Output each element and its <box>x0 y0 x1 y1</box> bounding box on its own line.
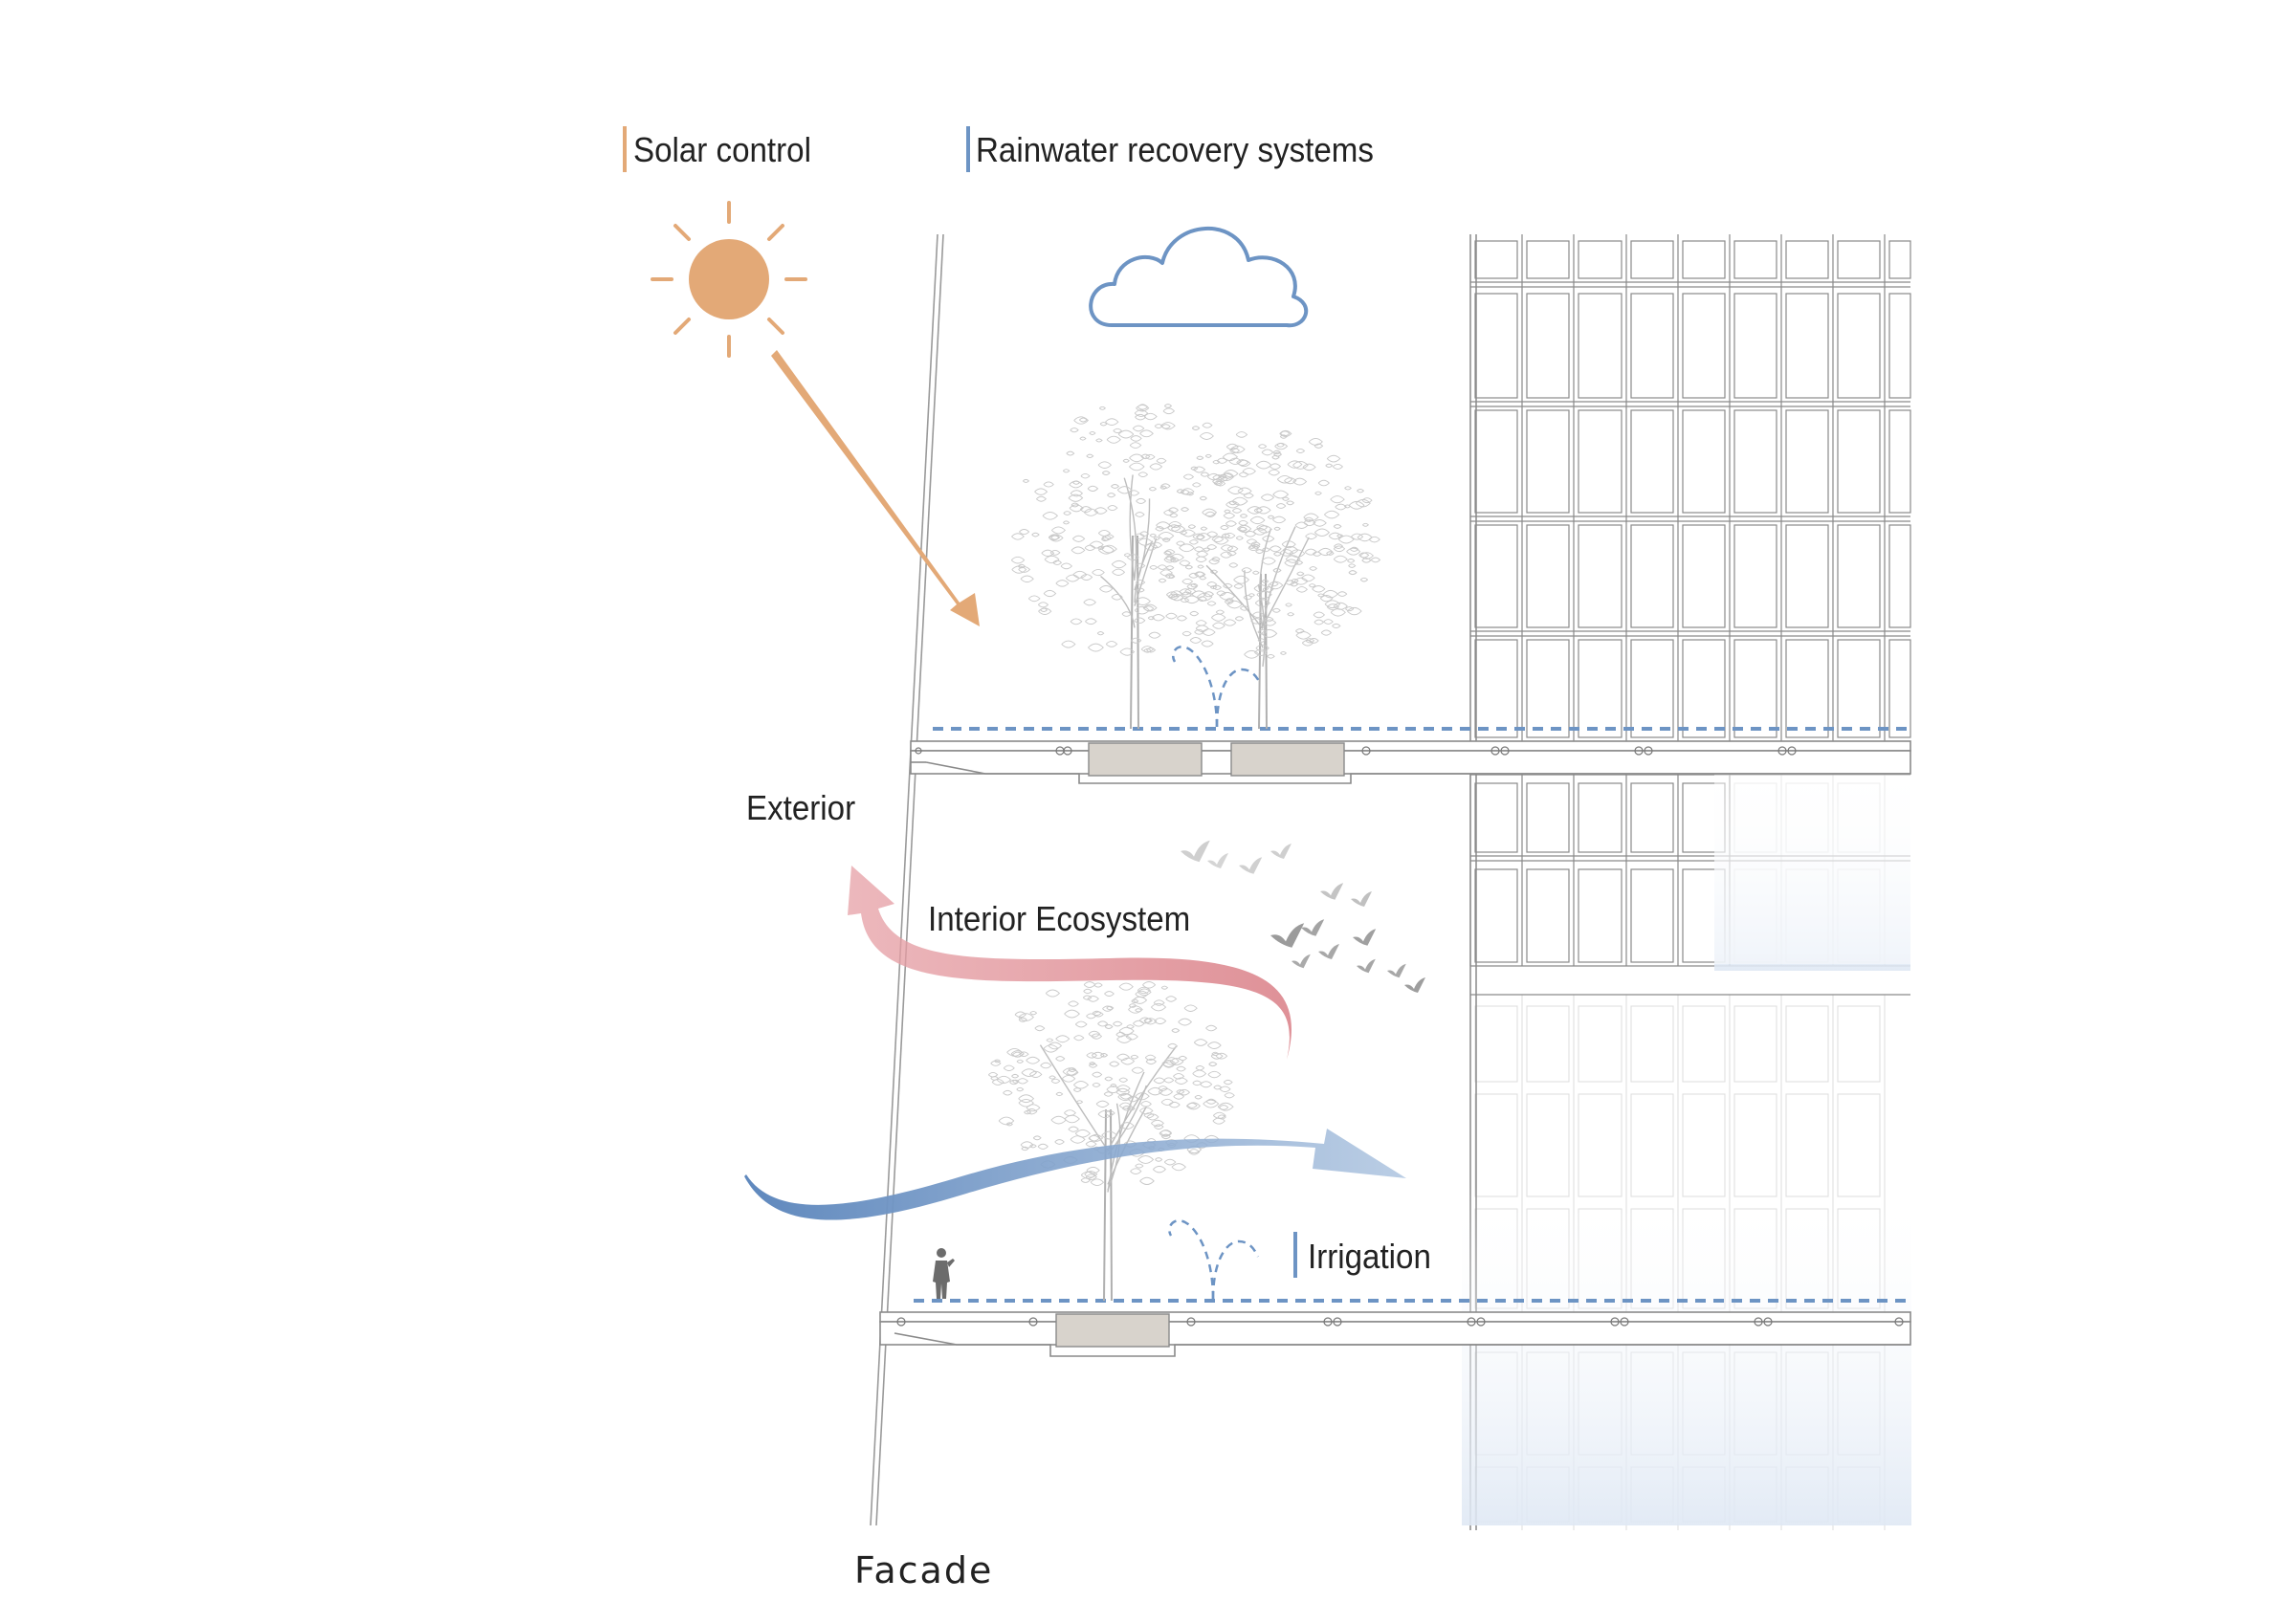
upper-slab-fixings <box>915 746 1797 756</box>
legend-rain-label: Rainwater recovery systems <box>976 130 1374 169</box>
glazing-white-wash <box>1714 773 1910 964</box>
bird-icon <box>1238 857 1263 874</box>
birds <box>1181 840 1425 993</box>
bird-icon <box>1270 844 1292 859</box>
rain-drops <box>1125 344 1267 521</box>
glazing-tint-lower <box>1462 1186 1911 1525</box>
glazing-tint-upper <box>1714 765 1910 971</box>
interior-ecosystem-label: Interior Ecosystem <box>928 899 1191 938</box>
bird-icon <box>1269 923 1305 948</box>
solar-ray-arrow <box>771 350 980 626</box>
lower-sprinkler-spray <box>1168 1219 1260 1300</box>
irrigation-label: Irrigation <box>1308 1237 1431 1276</box>
bird-icon <box>1319 883 1344 900</box>
bird-icon <box>1352 929 1377 946</box>
bird-icon <box>1357 958 1376 974</box>
upper-slab <box>910 740 1911 784</box>
irrigation-swatch <box>1293 1232 1297 1278</box>
legend-rain-swatch <box>966 126 970 172</box>
bird-icon <box>1351 891 1372 907</box>
upper-planters <box>1088 742 1345 777</box>
facade-line <box>870 233 944 1526</box>
bird-icon <box>1318 944 1339 959</box>
lower-slab <box>879 1311 1911 1357</box>
bird-icon <box>1387 963 1406 978</box>
exterior-label: Exterior <box>746 788 856 827</box>
bird-icon <box>1292 954 1311 969</box>
bird-icon <box>1300 919 1325 936</box>
legend-solar-label: Solar control <box>633 130 811 169</box>
lower-slab-fixings <box>896 1317 1904 1327</box>
warm-air-flow-arrow <box>848 866 1292 1060</box>
bird-icon <box>1181 840 1210 863</box>
legend-solar-swatch <box>623 126 627 172</box>
lower-planter <box>1055 1313 1170 1348</box>
person-icon <box>933 1248 955 1299</box>
bird-icon <box>1404 977 1425 993</box>
upper-sprinkler-spray <box>1172 646 1263 728</box>
bird-icon <box>1207 853 1228 868</box>
cool-air-flow-arrow <box>744 1129 1406 1220</box>
cloud-icon <box>1089 226 1309 328</box>
sun-icon <box>651 201 807 358</box>
facade-label: Facade <box>854 1549 994 1591</box>
trees <box>988 404 1381 1302</box>
